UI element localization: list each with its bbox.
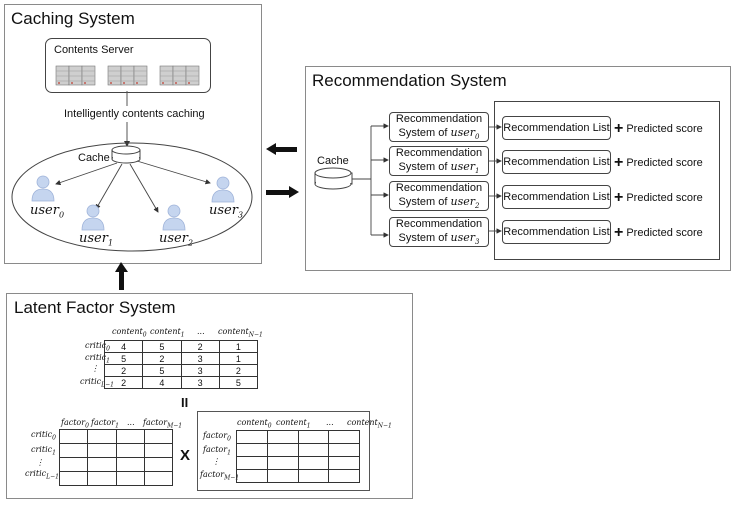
- cf-col-header-3: factorM−1: [143, 418, 183, 430]
- rating-cell: 2: [103, 364, 144, 377]
- cf-row-header-0: critic0: [31, 430, 56, 442]
- rating-col-header-2: ...: [197, 327, 205, 336]
- rating-cell: 5: [218, 376, 259, 389]
- factor-content-matrix: [236, 430, 360, 483]
- cf-row-header-1: critic1: [31, 445, 56, 457]
- user-label-2: user2: [159, 231, 194, 248]
- rating-cell: 5: [142, 364, 182, 377]
- recommendation-list-2: Recommendation List: [502, 185, 611, 209]
- rating-cell: 5: [103, 352, 144, 365]
- caching-arrow-label: Intelligently contents caching: [64, 108, 205, 120]
- rating-cell: 4: [142, 376, 182, 389]
- predicted-score-1: +Predicted score: [614, 154, 703, 171]
- fc-col-header-1: content1: [276, 418, 311, 430]
- user-label-3: user3: [209, 203, 244, 220]
- rating-cell: 3: [180, 352, 220, 365]
- rating-cell: 3: [180, 364, 220, 377]
- rating-col-header-1: content1: [150, 327, 185, 339]
- cache-label: Cache: [78, 152, 110, 164]
- rec-cache-cylinder-icon: [314, 167, 353, 190]
- predicted-score-2: +Predicted score: [614, 189, 703, 206]
- fc-col-header-3: contentN−1: [347, 418, 392, 430]
- fc-row-header-2: ⋮: [212, 457, 220, 466]
- cf-col-header-0: factor0: [61, 418, 89, 430]
- times-symbol: X: [180, 447, 191, 464]
- rating-cell: 2: [218, 364, 259, 377]
- fc-col-header-2: ...: [326, 418, 334, 427]
- cf-row-header-3: criticL−1: [25, 469, 59, 481]
- rating-col-header-0: content0: [112, 327, 147, 339]
- rec-subsystem-3: Recommendation System of user3: [389, 217, 489, 247]
- cache-cylinder-icon: [111, 145, 141, 164]
- rating-cell: 2: [180, 340, 220, 353]
- rec-subsystem-2: Recommendation System of user2: [389, 181, 489, 211]
- fc-row-header-3: factorM−1: [200, 470, 240, 482]
- rec-subsystem-0: Recommendation System of user0: [389, 112, 489, 142]
- critic-factor-matrix: [58, 429, 174, 486]
- contents-server-label: Contents Server: [54, 44, 134, 56]
- rating-cell: 5: [142, 340, 182, 353]
- recommendation-list-3: Recommendation List: [502, 220, 611, 244]
- cf-col-header-1: factor1: [91, 418, 119, 430]
- rating-row-header-2: ⋮: [91, 364, 99, 373]
- rating-cell: 3: [180, 376, 220, 389]
- fc-col-header-0: content0: [237, 418, 272, 430]
- rec-cache-label: Cache: [317, 155, 349, 167]
- rating-cell: 4: [103, 340, 144, 353]
- fc-row-header-0: factor0: [203, 431, 231, 443]
- predicted-score-3: +Predicted score: [614, 224, 703, 241]
- equals-symbol: II: [181, 395, 189, 410]
- cf-row-header-2: ⋮: [36, 458, 44, 467]
- user-icon: [31, 175, 235, 231]
- factor-content-box: [197, 411, 370, 491]
- recommendation-list-0: Recommendation List: [502, 116, 611, 140]
- recommendation-list-1: Recommendation List: [502, 150, 611, 174]
- recommendation-system-title: Recommendation System: [312, 71, 507, 90]
- user-label-0: user0: [30, 203, 65, 220]
- rating-cell: 1: [218, 340, 259, 353]
- rating-cell: 1: [218, 352, 259, 365]
- latent-factor-system-title: Latent Factor System: [14, 298, 176, 317]
- user-label-1: user1: [79, 231, 114, 248]
- fc-row-header-1: factor1: [203, 445, 231, 457]
- rating-matrix: 4 5 2 1 5 2 3 1 2 5 3 2 2 4 3 5: [103, 340, 259, 389]
- rating-col-header-3: contentN−1: [218, 327, 263, 339]
- recommendation-inner-box: [494, 101, 720, 260]
- caching-system-title: Caching System: [11, 9, 135, 28]
- rating-cell: 2: [103, 376, 144, 389]
- predicted-score-0: +Predicted score: [614, 120, 703, 137]
- rec-subsystem-1: Recommendation System of user1: [389, 146, 489, 176]
- server-rack-icon: [55, 65, 200, 86]
- rating-cell: 2: [142, 352, 182, 365]
- cf-col-header-2: ...: [127, 418, 135, 427]
